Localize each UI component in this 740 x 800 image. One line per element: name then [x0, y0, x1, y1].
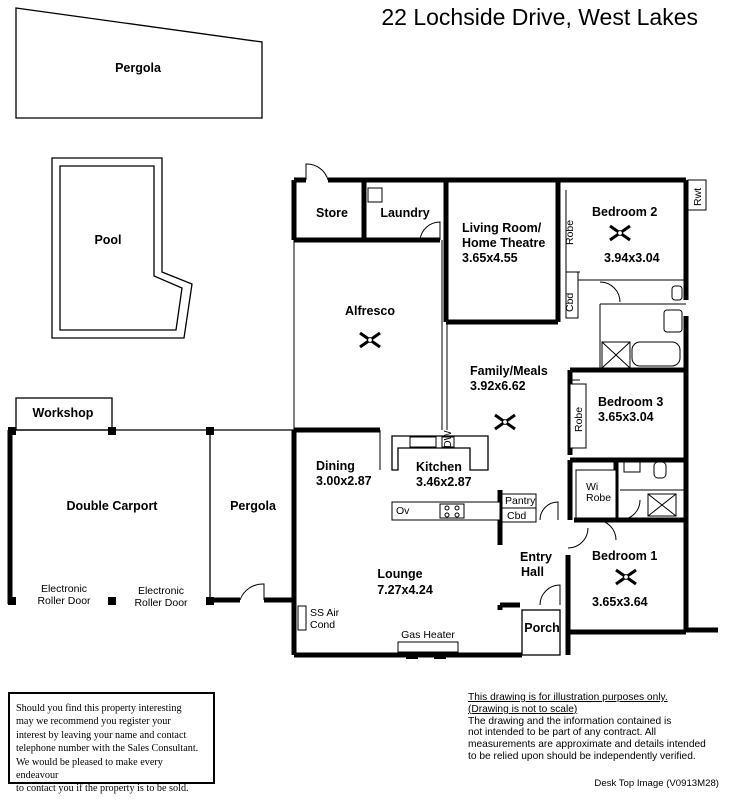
- cbd-kitchen-box: [501, 507, 537, 523]
- disclaimer-line: The drawing and the information containe…: [468, 715, 672, 727]
- rainwater-tank: [687, 179, 707, 211]
- notice-line: to contact you if the property is to be …: [16, 783, 189, 795]
- basin-icon: [623, 461, 641, 473]
- double-carport-label: Double Carport: [67, 499, 159, 513]
- cbd-kitchen-label: Cbd: [507, 510, 526, 522]
- kitchen-size: 3.46x2.87: [416, 475, 472, 489]
- ceiling-fan-icon: [494, 413, 516, 431]
- bedroom-3-size: 3.65x3.04: [598, 410, 654, 424]
- notice-line: interest by leaving your name and contac…: [16, 729, 187, 741]
- toilet-icon: [653, 461, 667, 479]
- bath-icon: [631, 341, 681, 367]
- basin-icon: [663, 309, 683, 333]
- bedroom-3-robe-label: Robe: [573, 407, 585, 432]
- bedroom-1-label: Bedroom 1: [592, 549, 657, 563]
- air-con-box: [297, 605, 307, 631]
- store-door: [305, 163, 329, 181]
- ceiling-fan-icon: [609, 224, 631, 242]
- kitchen-bench: [391, 501, 501, 521]
- rwt-label: Rwt: [692, 188, 704, 206]
- carport-posts: [7, 427, 294, 605]
- roller-door-1-label-2: Roller Door: [37, 595, 91, 607]
- disclaimer-not-to-scale: (Drawing is not to scale): [468, 703, 578, 715]
- bedroom-2-label: Bedroom 2: [592, 205, 657, 219]
- laundry-door: [419, 221, 441, 241]
- living-room-label-1: Living Room/: [462, 221, 542, 235]
- laundry-label: Laundry: [380, 206, 429, 220]
- entry-label-2: Hall: [521, 565, 544, 579]
- wi-robe-label-1: Wi: [586, 481, 598, 493]
- wi-robe-label-2: Robe: [586, 492, 611, 504]
- dishwasher-label: DW: [442, 430, 454, 448]
- interior-lines: [293, 190, 686, 519]
- notice-line: Should you find this property interestin…: [16, 703, 182, 714]
- ceiling-fan-icon: [615, 568, 637, 586]
- pergola-top-outline: [15, 7, 263, 119]
- bedroom-1-size: 3.65x3.64: [592, 595, 648, 609]
- roller-door-1-label-1: Electronic: [41, 583, 87, 595]
- floor-plan: Pergola Pool: [7, 7, 718, 659]
- kitchen-island: [391, 435, 489, 471]
- oven-label: Ov: [396, 505, 410, 517]
- pergola-top-label: Pergola: [115, 61, 162, 75]
- bedroom-2-size: 3.94x3.04: [604, 251, 660, 265]
- gas-heater-label: Gas Heater: [401, 629, 455, 641]
- disclaimer-heading: This drawing is for illustration purpose…: [468, 692, 668, 703]
- disclaimer-line: to be relied upon should be independentl…: [468, 750, 696, 762]
- property-title: 22 Lochside Drive, West Lakes: [381, 4, 698, 30]
- bedroom-3-label: Bedroom 3: [598, 395, 663, 409]
- lounge-size: 7.27x4.24: [377, 583, 433, 597]
- pool-label: Pool: [94, 233, 121, 247]
- alfresco-label: Alfresco: [345, 304, 395, 318]
- living-room-label-2: Home Theatre: [462, 236, 545, 250]
- store-label: Store: [316, 206, 348, 220]
- pergola-side-label: Pergola: [230, 499, 277, 513]
- bedroom-2-cbd-label: Cbd: [564, 293, 576, 312]
- disclaimer-line: measurements are approximate and details…: [468, 739, 706, 751]
- pantry-label: Pantry: [505, 495, 536, 507]
- dining-label: Dining: [316, 459, 355, 473]
- ceiling-fan-icon: [359, 331, 381, 349]
- ss-air-cond-label-1: SS Air: [310, 607, 340, 619]
- kitchen-label: Kitchen: [416, 460, 462, 474]
- porch-label: Porch: [524, 621, 559, 635]
- roller-door-2-label-2: Roller Door: [134, 597, 188, 609]
- disclaimer-line: not intended to be part of any contract.…: [468, 727, 657, 739]
- notice-line: We would be pleased to make every endeav…: [16, 756, 163, 782]
- bedroom-2-robe-label: Robe: [564, 220, 576, 245]
- gas-heater-icon: [397, 641, 459, 653]
- interest-notice: Should you find this property interestin…: [8, 692, 215, 794]
- roller-door-2-label-1: Electronic: [138, 585, 184, 597]
- family-meals-size: 3.92x6.62: [470, 379, 526, 393]
- notice-line: telephone number with the Sales Consulta…: [16, 743, 199, 755]
- disclaimer: This drawing is for illustration purpose…: [468, 692, 736, 763]
- lounge-label: Lounge: [377, 567, 422, 581]
- footer-credit: Desk Top Image (V0913M28): [594, 778, 719, 789]
- living-room-size: 3.65x4.55: [462, 251, 518, 265]
- ss-air-cond-label-2: Cond: [310, 619, 335, 631]
- family-meals-label: Family/Meals: [470, 364, 548, 378]
- pool-inner-outline: [59, 165, 183, 331]
- pool-outline: [51, 157, 193, 339]
- dining-size: 3.00x2.87: [316, 474, 372, 488]
- notice-line: may we recommend you register your: [16, 716, 171, 728]
- porch-outline: [521, 609, 561, 656]
- workshop-label: Workshop: [33, 406, 94, 420]
- laundry-tub: [367, 187, 383, 203]
- toilet-icon: [671, 285, 683, 301]
- entry-label-1: Entry: [520, 550, 552, 564]
